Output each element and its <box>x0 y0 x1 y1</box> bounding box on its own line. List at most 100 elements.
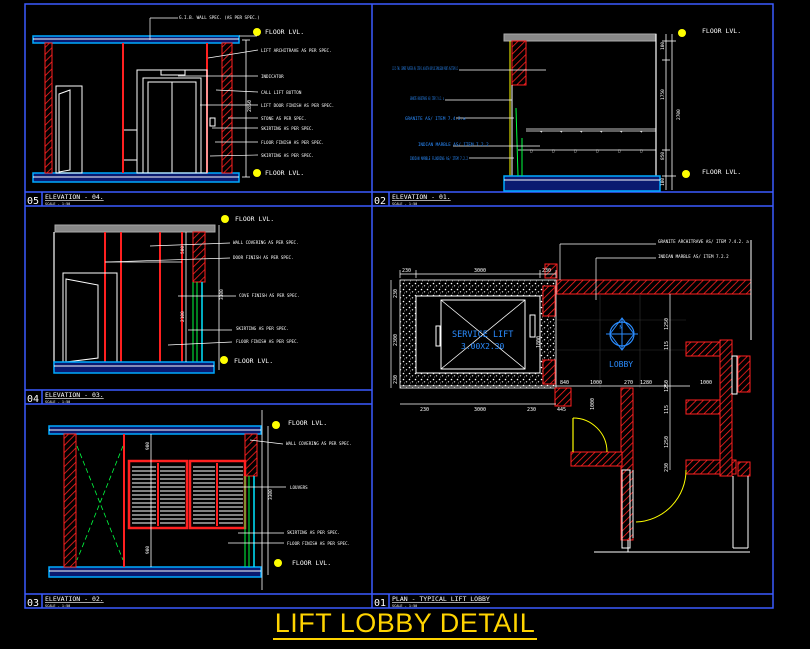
annotation-notes: 12-15 THK. CEMENT PLASTER AS/ ITEM 3.40 … <box>392 66 489 161</box>
panel-number-04: 04 <box>27 394 39 405</box>
svg-text:1000: 1000 <box>700 380 712 386</box>
svg-text:230: 230 <box>527 407 536 413</box>
level-label: FLOOR LVL. <box>702 168 741 176</box>
annotation-notes: GRANITE ARCHITRAVE AS/ ITEM 7.4.2. a IND… <box>658 239 749 259</box>
ceiling-slab <box>54 224 216 233</box>
panel-number-03: 03 <box>27 598 39 609</box>
lobby-label: LOBBY <box>609 360 633 369</box>
svg-text:1280: 1280 <box>640 380 652 386</box>
level-label: FLOOR LVL. <box>265 28 304 36</box>
svg-text:INDIAN MARBLE FLOORING AS/ ITE: INDIAN MARBLE FLOORING AS/ ITEM 7.2.2 <box>410 156 468 161</box>
svg-text:1250: 1250 <box>664 436 670 448</box>
drawing-main-title: LIFT LOBBY DETAIL <box>0 608 810 640</box>
svg-text:230: 230 <box>542 268 551 274</box>
panel-title-05: 05 ELEVATION - 04. SCALE - 1:50 <box>27 193 104 207</box>
annotation-notes: WALL COVERING AS PER SPEC. DOOR FINISH A… <box>233 240 300 344</box>
panel-title-04: 04 ELEVATION - 03. SCALE - 1:50 <box>27 391 104 405</box>
level-label: FLOOR LVL. <box>702 27 741 35</box>
lift-door-frame <box>124 69 216 174</box>
plan-01: SERVICE LIFT 3.00X2.30 N <box>390 239 752 553</box>
dimension-line <box>242 39 250 178</box>
dimension-text: 230 3000 230 230 2300 230 230 3000 230 1… <box>393 268 712 472</box>
wall-hatch <box>719 339 733 477</box>
wall-hatch <box>192 231 206 283</box>
wall-hatch <box>737 355 751 393</box>
svg-text:+: + <box>620 129 623 134</box>
door-swing-icon <box>572 417 687 538</box>
sheet-frame <box>24 3 774 609</box>
panel-scale-05: SCALE - 1:50 <box>45 202 70 206</box>
level-bubble-icon <box>274 559 282 567</box>
svg-text:INDICATOR: INDICATOR <box>261 74 284 79</box>
svg-text:+: + <box>640 129 643 134</box>
wall-hatch <box>542 359 556 385</box>
svg-text:□: □ <box>596 148 599 153</box>
panel-title-text-01: PLAN - TYPICAL LIFT LOBBY <box>392 595 490 603</box>
wall-hatch <box>554 387 572 407</box>
dimension-text: 2850 <box>247 100 253 112</box>
panel-scale-02: SCALE - 1:50 <box>392 202 417 206</box>
dimension-text: 3300 <box>219 289 225 300</box>
dimension-line <box>662 34 676 190</box>
svg-text:270: 270 <box>624 380 633 386</box>
level-bubble-icon <box>682 170 690 178</box>
svg-text:FLOOR FINISH AS PER SPEC.: FLOOR FINISH AS PER SPEC. <box>236 339 299 344</box>
annotation-notes: G.I.B. WALL SPEC. (AS PER SPEC.) LIFT AR… <box>179 15 334 158</box>
svg-text:FLOOR FINISH AS PER SPEC.: FLOOR FINISH AS PER SPEC. <box>261 140 324 145</box>
panel-number-05: 05 <box>27 196 39 207</box>
service-lift-size: 3.00X2.30 <box>461 342 505 351</box>
panel-scale-01: SCALE - 1:50 <box>392 604 417 608</box>
green-guides <box>192 282 198 362</box>
leader-lines <box>559 243 656 300</box>
panel-scale-04: SCALE - 1:50 <box>45 400 70 404</box>
north-compass-icon: N <box>606 317 638 351</box>
cross-bracing <box>76 445 124 561</box>
svg-text:840: 840 <box>560 380 569 386</box>
level-bubble-icon <box>221 215 229 223</box>
level-bubble-icon <box>239 28 261 37</box>
dimension-line <box>390 270 690 470</box>
svg-text:□: □ <box>618 148 621 153</box>
wall-hatch <box>556 279 752 295</box>
svg-text:SKIRTING AS PER SPEC.: SKIRTING AS PER SPEC. <box>261 153 314 158</box>
svg-text:2300: 2300 <box>393 334 399 346</box>
level-bubble-icon <box>220 356 228 364</box>
panel-scale-03: SCALE - 1:50 <box>45 604 70 608</box>
wall-hatch <box>511 40 527 86</box>
panel-number-02: 02 <box>374 196 386 207</box>
wall-hatch <box>620 387 634 541</box>
dimension-text: 3300 <box>268 489 274 500</box>
elevation-02: ++++++ □□□□□□ 100 1750 2700 850 100 FLOO… <box>392 27 741 192</box>
svg-text:COVE FINISH AS PER SPEC.: COVE FINISH AS PER SPEC. <box>239 293 300 298</box>
lift-car <box>415 295 541 374</box>
svg-text:SKIRTING AS PER SPEC.: SKIRTING AS PER SPEC. <box>261 126 314 131</box>
elevation-03: 900 3300 900 FLOOR LVL. FLOOR LVL. WALL … <box>48 410 352 590</box>
svg-text:GRANITE AS/ ITEM 7.4.2.a: GRANITE AS/ ITEM 7.4.2.a <box>405 116 466 121</box>
svg-text:DOOR FINISH AS PER SPEC.: DOOR FINISH AS PER SPEC. <box>233 255 294 260</box>
dimension-text: 100 <box>660 42 666 50</box>
wall-hatch <box>244 433 258 477</box>
dimension-text: 900 <box>145 546 151 554</box>
svg-text:□: □ <box>640 148 643 153</box>
main-title-text: LIFT LOBBY DETAIL <box>272 608 538 640</box>
svg-text:SKIRTING AS PER SPEC.: SKIRTING AS PER SPEC. <box>236 326 289 331</box>
floor-slab <box>48 566 262 578</box>
leader-lines <box>149 17 259 157</box>
svg-text:INDIAN MARBLE AS/ ITEM 7.2.2: INDIAN MARBLE AS/ ITEM 7.2.2 <box>658 254 729 259</box>
svg-text:+: + <box>540 129 543 134</box>
svg-text:+: + <box>600 129 603 134</box>
svg-text:□: □ <box>552 148 555 153</box>
svg-text:230: 230 <box>402 268 411 274</box>
level-label: FLOOR LVL. <box>292 559 331 567</box>
svg-text:LIFT ARCHITRAVE AS PER SPEC.: LIFT ARCHITRAVE AS PER SPEC. <box>261 48 332 53</box>
panel-title-text-05: ELEVATION - 04. <box>45 193 104 201</box>
dimension-text: 900 <box>145 442 151 450</box>
level-label: FLOOR LVL. <box>235 215 274 223</box>
panel-title-text-02: ELEVATION - 01. <box>392 193 451 201</box>
svg-text:230: 230 <box>664 463 670 472</box>
level-label: FLOOR LVL. <box>265 169 304 177</box>
dimension-text: 500 <box>180 246 186 254</box>
svg-text:WALL COVERING AS PER SPEC.: WALL COVERING AS PER SPEC. <box>233 240 299 245</box>
wall-hatch <box>570 451 623 467</box>
